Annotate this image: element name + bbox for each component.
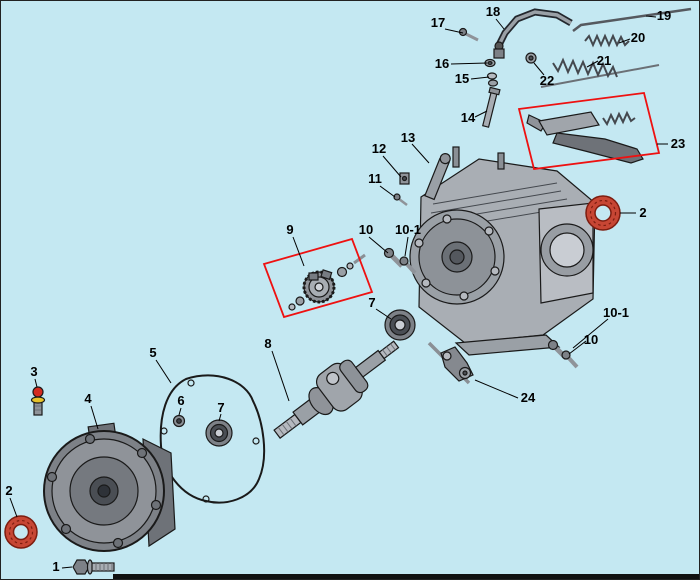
callout-10-1-right: 10-1	[603, 305, 629, 320]
part-8-crankshaft	[273, 340, 400, 439]
part-6-grommet	[172, 414, 186, 428]
callout-15: 15	[455, 71, 469, 86]
callout-22: 22	[540, 73, 554, 88]
part-2-oil-seal-left	[4, 515, 38, 549]
callout-13: 13	[401, 130, 415, 145]
part-11-bolt	[393, 193, 408, 206]
bottom-bar	[113, 574, 699, 579]
leader-lines	[9, 15, 668, 569]
callout-6: 6	[177, 393, 184, 408]
part-20-spring	[584, 33, 630, 48]
part-7-bearing-left	[205, 419, 233, 447]
part-22-bushing	[525, 52, 537, 64]
callout-1: 1	[52, 559, 59, 574]
part-3-oil-sensor	[30, 386, 46, 416]
callout-10-top: 10	[359, 222, 373, 237]
part-14-pin	[482, 86, 501, 128]
callout-4: 4	[84, 391, 92, 406]
callout-20: 20	[631, 30, 645, 45]
callout-18: 18	[486, 4, 500, 19]
callout-24: 24	[521, 390, 536, 405]
callout-7-left: 7	[217, 400, 224, 415]
callout-11: 11	[368, 171, 382, 186]
callout-8: 8	[264, 336, 271, 351]
callout-3: 3	[30, 364, 37, 379]
callout-19: 19	[657, 8, 671, 23]
part-9-governor-gear	[288, 253, 366, 311]
part-1-bolt	[72, 559, 115, 575]
callout-14: 14	[461, 110, 476, 125]
part-19-rod	[572, 7, 692, 32]
callout-10-1-top: 10-1	[395, 222, 421, 237]
part-21-spring-and-rod	[540, 57, 660, 88]
callout-2-right: 2	[639, 205, 646, 220]
part-4-crankcase-cover	[43, 422, 176, 552]
callout-17: 17	[431, 15, 445, 30]
part-13-tube	[424, 153, 451, 201]
part-10-bolt-right	[561, 350, 579, 369]
callout-10-right: 10	[584, 332, 598, 347]
part-15-washers	[486, 72, 499, 87]
highlight-box-23	[517, 92, 661, 170]
part-crankcase-block	[409, 146, 596, 356]
callout-5: 5	[149, 345, 156, 360]
part-24-lever	[427, 341, 474, 385]
callout-9: 9	[286, 222, 293, 237]
part-5-gasket	[159, 374, 266, 504]
callout-2-left: 2	[5, 483, 12, 498]
part-18-governor-arm	[493, 8, 573, 59]
part-12-clip	[399, 172, 410, 185]
part-23-bracket-assembly	[526, 110, 644, 164]
part-10-1-bolt-top	[399, 256, 417, 275]
callout-7-center: 7	[368, 295, 375, 310]
highlight-box-9	[262, 237, 374, 319]
part-2-oil-seal-right	[585, 195, 621, 231]
callout-12: 12	[372, 141, 386, 156]
part-10-bolt-top	[383, 247, 404, 268]
part-7-bearing-center	[384, 309, 416, 341]
callout-16: 16	[435, 56, 449, 71]
callout-23: 23	[671, 136, 685, 151]
callout-21: 21	[597, 53, 611, 68]
